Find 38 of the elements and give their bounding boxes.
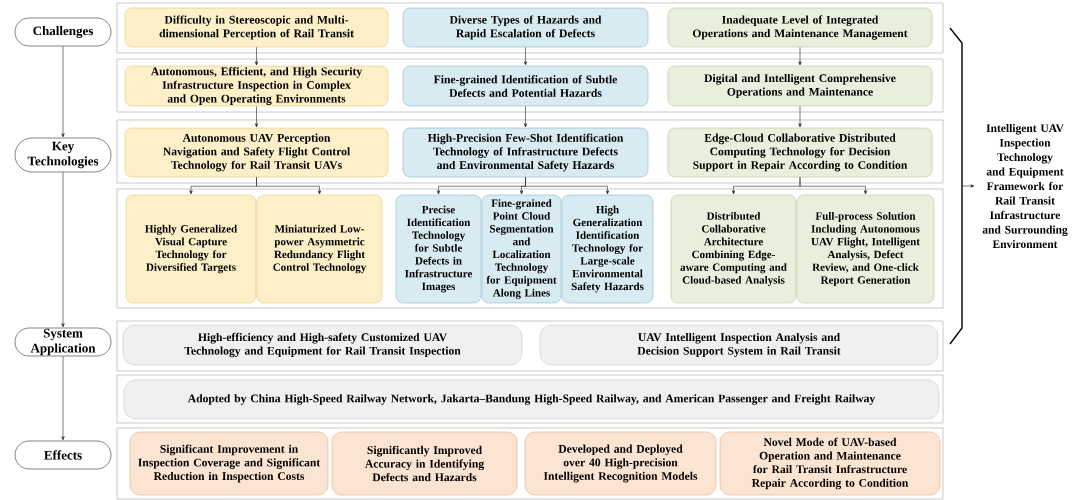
effect-box: Significant Improvement in Inspection Coverage and Significant Reduction in Inspection Costs xyxy=(129,431,329,496)
technology-box: Miniaturized Low-power Asymmetric Redundancy Flight Control Technology xyxy=(256,194,383,304)
arrow xyxy=(61,172,65,328)
technology-box: Distributed Collaborative Architecture Combining Edge-aware Computing and Cloud-based Analysis xyxy=(670,194,797,304)
bracket xyxy=(949,27,963,345)
system-box: UAV Intelligent Inspection Analysis and Decision Support System in Rail Transit xyxy=(539,324,939,366)
challenge-box: Difficulty in Stereoscopic and Multi-dimensional Perception of Rail Transit xyxy=(124,7,389,48)
arrow xyxy=(798,46,802,66)
effect-box: Developed and Deployed over 40 High-precision Intelligent Recognition Models xyxy=(524,431,717,496)
arrow xyxy=(523,105,528,128)
arrow xyxy=(61,356,65,441)
goal-box: Fine-grained Identification of Subtle Defects and Potential Hazards xyxy=(402,65,649,107)
system-box: High-efficiency and High-safety Customized UAV Technology and Equipment for Rail Transit Inspection xyxy=(122,324,523,366)
goal-box: Autonomous, Efficient, and High Security Infrastructure Inspection in Complex and Open Operating Environments xyxy=(124,65,389,107)
technology-box: Full-process Solution Including Autonomous UAV Flight, Intelligent Analysis, Defect Review, and One-click Report Generation xyxy=(796,194,935,304)
arrow xyxy=(61,46,65,138)
effect-box: Novel Mode of UAV-based Operation and Maintenance for Rail Transit Infrastructure Repair According to Condition xyxy=(719,431,941,496)
arrow xyxy=(254,46,259,66)
technology-box: Fine-grained Point Cloud Segmentation and Localization Technology for Equipment Along Lines xyxy=(481,194,562,304)
goal-box: Digital and Intelligent Comprehensive Operations and Maintenance xyxy=(667,65,933,107)
technology-box: High Generalization Identification Technology for Large-scale Environmental Safety Hazards xyxy=(561,194,654,304)
branch-arrow xyxy=(525,176,610,195)
arrow xyxy=(523,46,528,66)
challenge-box: Inadequate Level of Integrated Operations and Maintenance Management xyxy=(667,7,933,48)
effect-box: Significantly Improved Accuracy in Identifying Defects and Hazards xyxy=(331,431,518,496)
technology-box: Precise Identification Technology for Subtle Defects in Infrastructure Images xyxy=(395,194,482,304)
arrow xyxy=(961,184,975,188)
arrow xyxy=(798,105,802,128)
technology-box: High-Precision Few-Shot Identification Technology of Infrastructure Defects and Environmental Safety Hazards xyxy=(402,127,649,178)
technology-box: Edge-Cloud Collaborative Distributed Computing Technology for Decision Support in Repair According to Condition xyxy=(667,127,933,178)
challenge-box: Diverse Types of Hazards and Rapid Escalation of Defects xyxy=(402,7,649,48)
technology-box: Highly Generalized Visual Capture Technology for Diversified Targets xyxy=(125,194,257,304)
branch-arrow xyxy=(256,176,322,195)
branch-arrow xyxy=(799,176,868,195)
arrow xyxy=(254,105,259,128)
system-box: Adopted by China High-Speed Railway Network, Jakarta–Bandung High-Speed Railway, and American Passenger and Freight Railway xyxy=(123,379,940,420)
framework-label: Intelligent UAV Inspection Technology and Equipment Framework for Rail Transit Infrastructure and Surrounding Environment xyxy=(982,123,1068,249)
technology-box: Autonomous UAV Perception Navigation and Safety Flight Control Technology for Rail Transit UAVs xyxy=(124,127,389,178)
